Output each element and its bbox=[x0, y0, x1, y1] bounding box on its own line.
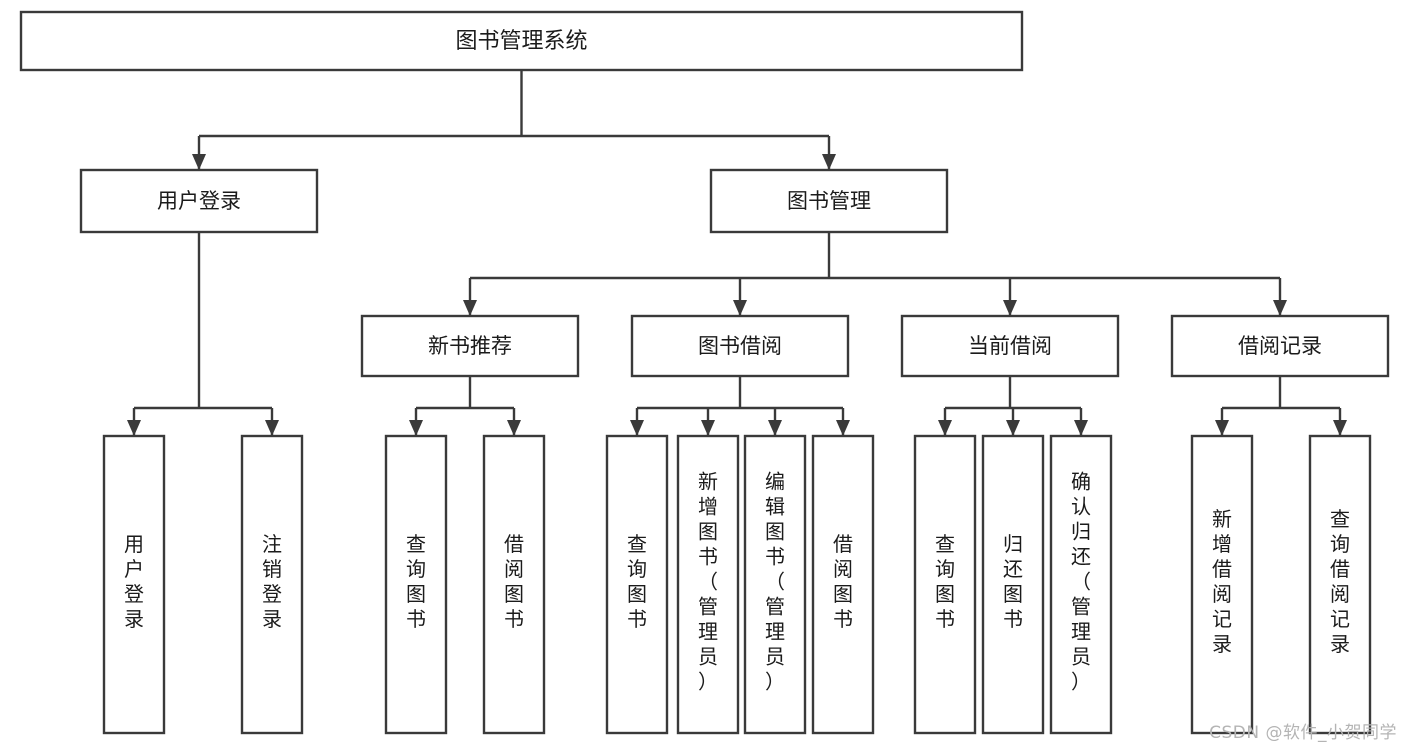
node-label-leaf-edit-book: 编辑图书（管理员） bbox=[765, 469, 785, 693]
node-user-login[interactable]: 用户登录 bbox=[79, 168, 319, 234]
arrow-head-leaf-query-record bbox=[1333, 420, 1347, 436]
arrow-head-leaf-return-book bbox=[1006, 420, 1020, 436]
node-leaf-query-record[interactable]: 查询借阅记录 bbox=[1308, 434, 1372, 735]
node-box-leaf-user-logout[interactable] bbox=[240, 434, 304, 735]
node-leaf-query-book-cb[interactable]: 查询图书 bbox=[913, 434, 977, 735]
node-box-user-login[interactable] bbox=[79, 168, 319, 234]
node-label-leaf-user-logout: 注销登录 bbox=[262, 532, 282, 631]
node-label-leaf-confirm-return: 确认归还（管理员） bbox=[1071, 469, 1091, 693]
node-label-root: 图书管理系统 bbox=[455, 29, 587, 54]
node-box-leaf-query-book-bb[interactable] bbox=[605, 434, 669, 735]
node-leaf-add-record[interactable]: 新增借阅记录 bbox=[1190, 434, 1254, 735]
arrow-head-leaf-query-book-cb bbox=[938, 420, 952, 436]
node-new-book-rec[interactable]: 新书推荐 bbox=[360, 314, 580, 378]
node-label-book-manage: 图书管理 bbox=[787, 189, 871, 213]
node-leaf-add-book[interactable]: 新增图书（管理员） bbox=[676, 434, 740, 735]
node-box-borrow-record[interactable] bbox=[1170, 314, 1390, 378]
node-box-current-borrow[interactable] bbox=[900, 314, 1120, 378]
node-box-root[interactable] bbox=[19, 10, 1024, 72]
node-box-leaf-add-record[interactable] bbox=[1190, 434, 1254, 735]
arrow-head-leaf-borrow-book-rec bbox=[507, 420, 521, 436]
node-label-leaf-query-book-rec: 查询图书 bbox=[406, 532, 426, 631]
node-box-leaf-borrow-book-rec[interactable] bbox=[482, 434, 546, 735]
node-label-leaf-borrow-book-rec: 借阅图书 bbox=[504, 532, 524, 631]
node-label-leaf-return-book: 归还图书 bbox=[1003, 532, 1023, 631]
arrow-head-leaf-query-book-rec bbox=[409, 420, 423, 436]
arrow-head-new-book-rec bbox=[463, 300, 477, 316]
node-label-leaf-query-record: 查询借阅记录 bbox=[1330, 507, 1350, 656]
arrow-head-leaf-borrow-book-bb bbox=[836, 420, 850, 436]
arrow-head-borrow-record bbox=[1273, 300, 1287, 316]
node-leaf-borrow-book-bb[interactable]: 借阅图书 bbox=[811, 434, 875, 735]
arrow-head-leaf-query-book-bb bbox=[630, 420, 644, 436]
node-box-book-manage[interactable] bbox=[709, 168, 949, 234]
arrow-head-leaf-user-logout bbox=[265, 420, 279, 436]
node-label-leaf-borrow-book-bb: 借阅图书 bbox=[833, 532, 853, 631]
node-borrow-record[interactable]: 借阅记录 bbox=[1170, 314, 1390, 378]
node-label-leaf-add-book: 新增图书（管理员） bbox=[698, 469, 718, 693]
node-label-current-borrow: 当前借阅 bbox=[968, 334, 1052, 358]
node-leaf-query-book-rec[interactable]: 查询图书 bbox=[384, 434, 448, 735]
node-label-leaf-user-login: 用户登录 bbox=[124, 532, 144, 631]
arrow-head-leaf-user-login bbox=[127, 420, 141, 436]
arrow-head-leaf-add-record bbox=[1215, 420, 1229, 436]
node-leaf-edit-book[interactable]: 编辑图书（管理员） bbox=[743, 434, 807, 735]
node-leaf-confirm-return[interactable]: 确认归还（管理员） bbox=[1049, 434, 1113, 735]
arrow-head-current-borrow bbox=[1003, 300, 1017, 316]
node-label-leaf-add-record: 新增借阅记录 bbox=[1212, 507, 1232, 656]
connectors-layer bbox=[127, 70, 1347, 436]
node-leaf-borrow-book-rec[interactable]: 借阅图书 bbox=[482, 434, 546, 735]
node-book-manage[interactable]: 图书管理 bbox=[709, 168, 949, 234]
node-label-user-login: 用户登录 bbox=[157, 189, 241, 213]
node-box-new-book-rec[interactable] bbox=[360, 314, 580, 378]
node-box-book-borrow[interactable] bbox=[630, 314, 850, 378]
node-box-leaf-user-login[interactable] bbox=[102, 434, 166, 735]
node-leaf-return-book[interactable]: 归还图书 bbox=[981, 434, 1045, 735]
node-box-leaf-confirm-return[interactable] bbox=[1049, 434, 1113, 735]
node-leaf-user-logout[interactable]: 注销登录 bbox=[240, 434, 304, 735]
arrow-head-user-login bbox=[192, 154, 206, 170]
node-leaf-query-book-bb[interactable]: 查询图书 bbox=[605, 434, 669, 735]
node-box-leaf-query-book-rec[interactable] bbox=[384, 434, 448, 735]
arrow-head-leaf-edit-book bbox=[768, 420, 782, 436]
node-box-leaf-query-book-cb[interactable] bbox=[913, 434, 977, 735]
node-label-borrow-record: 借阅记录 bbox=[1238, 334, 1322, 358]
arrow-head-book-borrow bbox=[733, 300, 747, 316]
nodes-layer: 图书管理系统用户登录图书管理新书推荐图书借阅当前借阅借阅记录用户登录注销登录查询… bbox=[19, 10, 1390, 735]
node-box-leaf-return-book[interactable] bbox=[981, 434, 1045, 735]
arrow-head-leaf-add-book bbox=[701, 420, 715, 436]
node-box-leaf-borrow-book-bb[interactable] bbox=[811, 434, 875, 735]
node-label-leaf-query-book-bb: 查询图书 bbox=[627, 532, 647, 631]
arrow-head-book-manage bbox=[822, 154, 836, 170]
node-label-new-book-rec: 新书推荐 bbox=[428, 334, 512, 358]
node-leaf-user-login[interactable]: 用户登录 bbox=[102, 434, 166, 735]
node-label-book-borrow: 图书借阅 bbox=[698, 334, 782, 358]
watermark-label: CSDN @软件_小贺同学 bbox=[1209, 723, 1397, 743]
node-box-leaf-edit-book[interactable] bbox=[743, 434, 807, 735]
node-label-leaf-query-book-cb: 查询图书 bbox=[935, 532, 955, 631]
node-current-borrow[interactable]: 当前借阅 bbox=[900, 314, 1120, 378]
arrow-head-leaf-confirm-return bbox=[1074, 420, 1088, 436]
node-box-leaf-add-book[interactable] bbox=[676, 434, 740, 735]
node-box-leaf-query-record[interactable] bbox=[1308, 434, 1372, 735]
node-root[interactable]: 图书管理系统 bbox=[19, 10, 1024, 72]
node-book-borrow[interactable]: 图书借阅 bbox=[630, 314, 850, 378]
